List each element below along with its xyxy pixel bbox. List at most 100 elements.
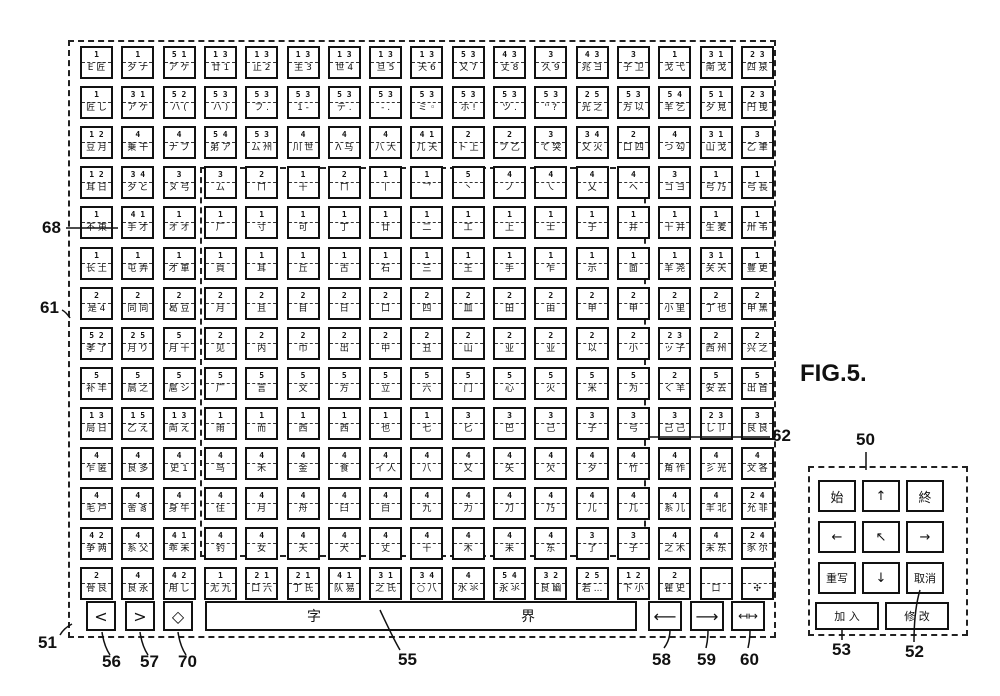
cursor-right-key[interactable]: ⟶ [690,601,724,631]
radical-key[interactable]: 4㇏ [534,166,568,200]
join-key[interactable]: ↤↦ [731,601,765,631]
left-arrow-key[interactable]: ← [818,521,856,553]
diamond-key[interactable]: ◇ [163,601,193,631]
up-arrow-key[interactable]: ↑ [862,480,900,512]
radical-key[interactable]: 5 3- . [369,86,403,120]
end-key[interactable]: 終 [906,480,944,512]
space-bar[interactable]: 字 界 [205,601,637,631]
